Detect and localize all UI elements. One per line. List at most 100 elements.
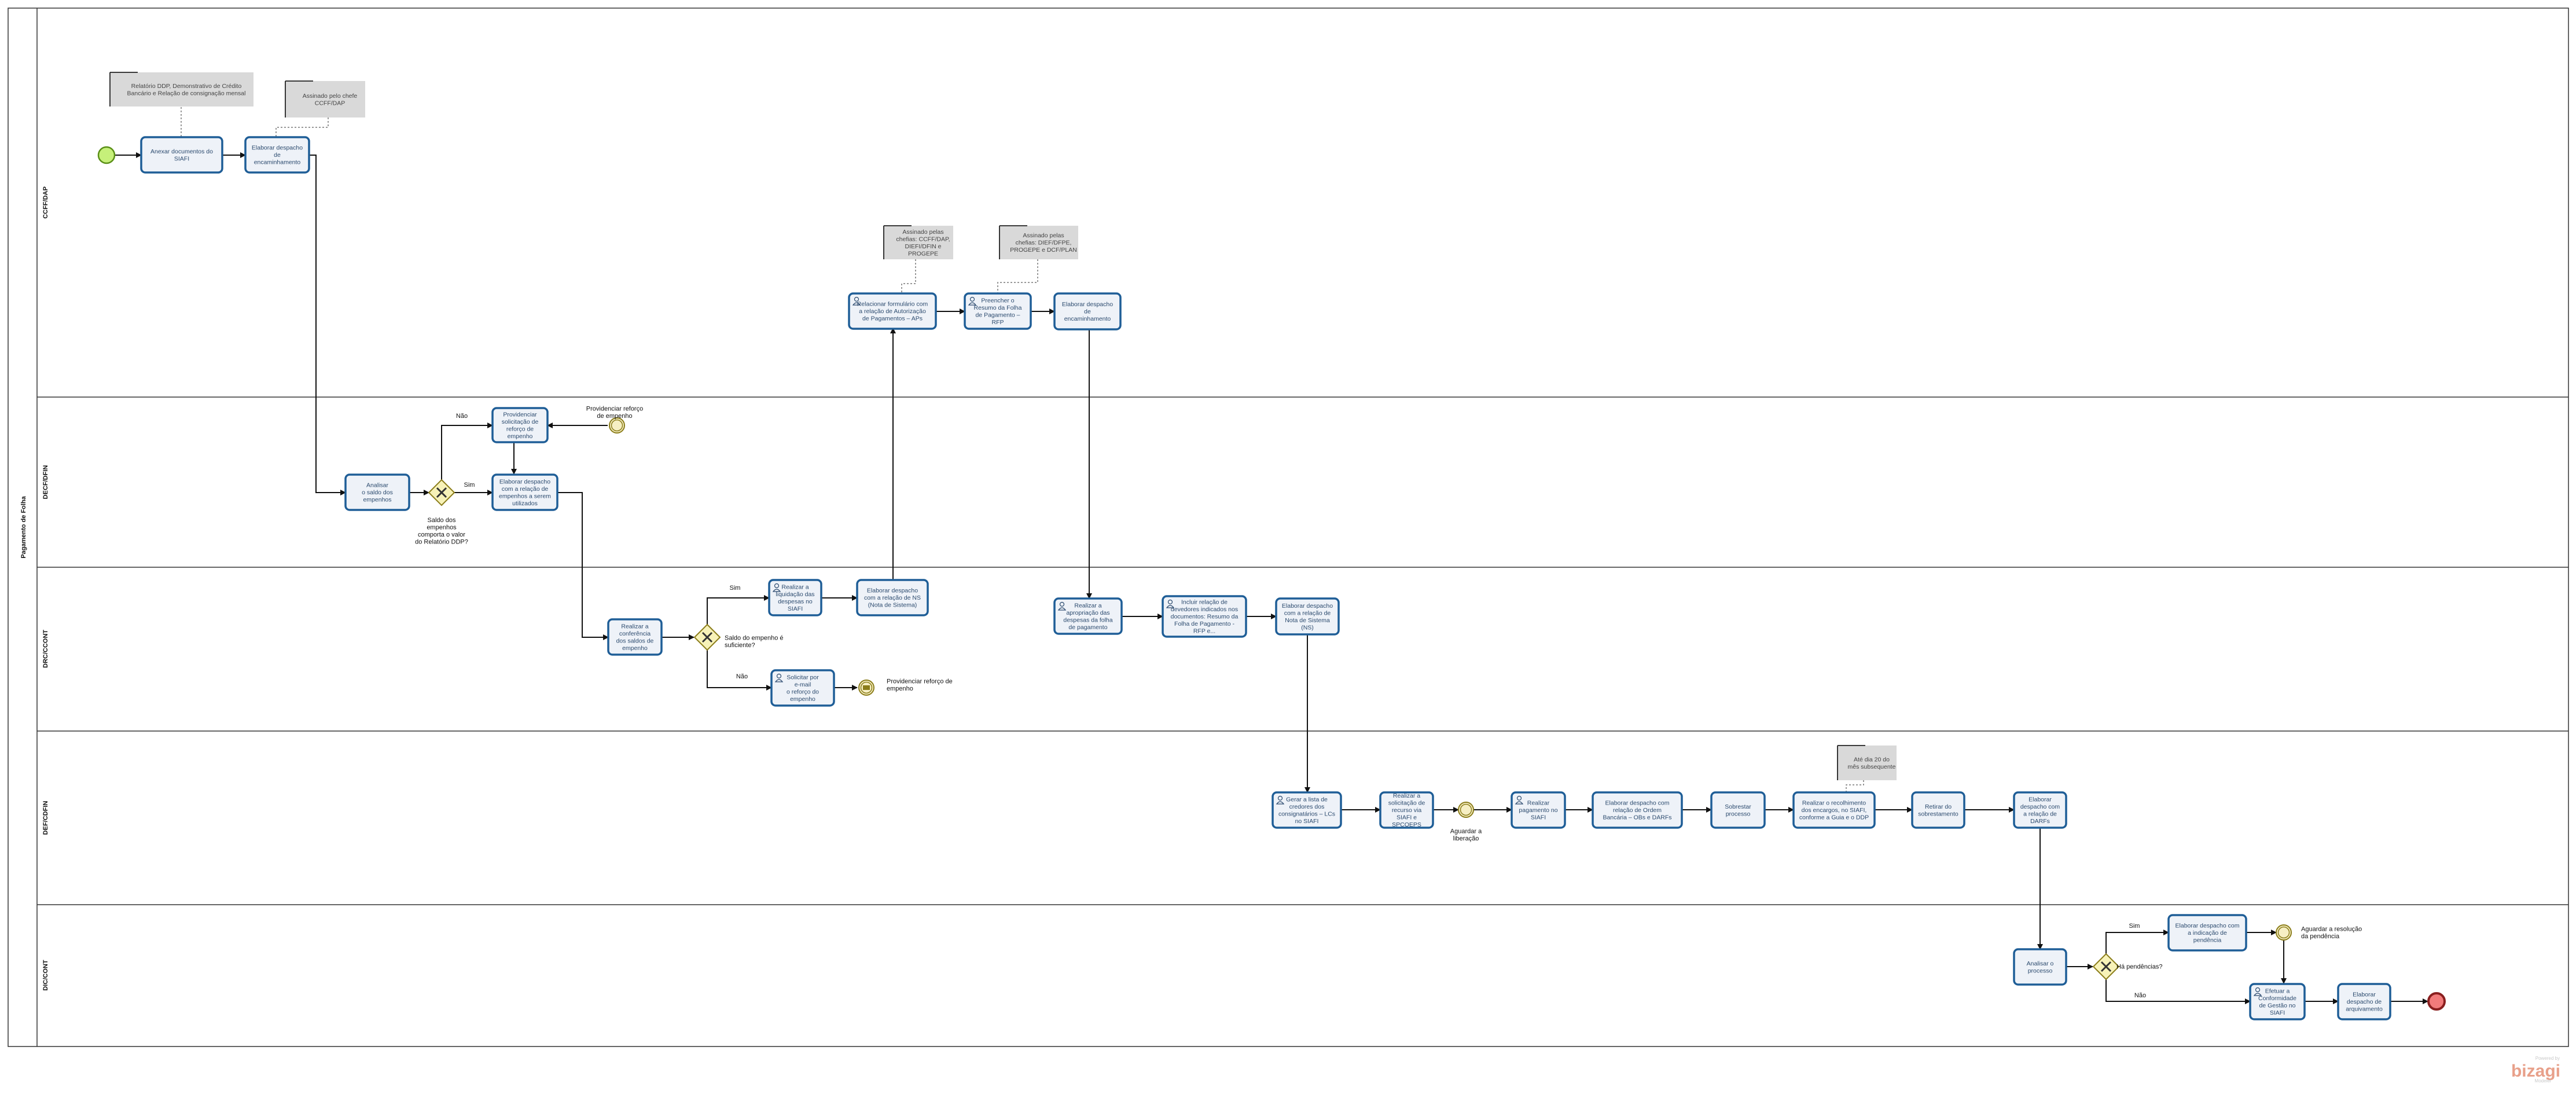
text-line: Assinado pelas xyxy=(1023,232,1064,239)
text-line: Incluir relação de xyxy=(1181,599,1228,606)
text-line: Assinado pelas xyxy=(902,229,943,236)
gateway-empenho-balance[interactable] xyxy=(428,479,455,506)
text-line: Bancária – OBs e DARFs xyxy=(1603,814,1671,821)
text-line: RFP e... xyxy=(1193,628,1215,635)
text-line: empenho xyxy=(887,685,913,692)
text-line: de Pagamento – xyxy=(975,311,1020,318)
start-event[interactable] xyxy=(97,146,116,164)
text-line: empenho xyxy=(622,645,648,652)
text-line: dos saldos de xyxy=(616,637,654,644)
text-line: Resumo da Folha xyxy=(974,304,1022,311)
lane-label-2: DECF/DFIN xyxy=(42,465,49,500)
end-event[interactable] xyxy=(2427,992,2446,1011)
text-line: Elaborar despacho xyxy=(499,478,550,485)
text-line: empenho xyxy=(790,696,815,703)
text-line: Elaborar despacho xyxy=(252,145,303,152)
user-task-icon xyxy=(968,296,977,306)
user-task-icon xyxy=(1515,795,1524,805)
user-task-icon xyxy=(1166,599,1175,608)
sequence-flows xyxy=(115,152,2428,1004)
text-line: despesas no xyxy=(778,598,813,605)
text-line: SIAFI xyxy=(174,155,189,162)
gateway-pending-issues[interactable] xyxy=(2092,953,2120,981)
flow-label-nao2: Não xyxy=(736,673,748,680)
text-line: empenhos xyxy=(427,524,457,531)
watermark-brand: bizagi xyxy=(2511,1062,2560,1081)
intermediate-event-await-release[interactable] xyxy=(1458,802,1474,818)
text-line: Aguardar a xyxy=(1450,828,1482,835)
text-line: Solicitar por xyxy=(787,674,819,681)
text-line: com a relação de xyxy=(502,486,549,493)
gateways xyxy=(428,479,2120,981)
text-line: Retirar do xyxy=(1925,803,1952,810)
text-line: Realizar o recolhimento xyxy=(1802,800,1866,807)
text-line: Realizar xyxy=(1527,800,1550,807)
text-line: Até dia 20 do xyxy=(1854,756,1890,763)
bizagi-watermark: Powered by bizagi Modeler xyxy=(2511,1056,2560,1084)
text-line: comporta o valor xyxy=(418,531,465,538)
gateway-label-pending: Há pendências? xyxy=(2116,964,2163,971)
text-line: Relatório DDP, Demonstrativo de Crédito xyxy=(131,83,242,90)
associations xyxy=(181,100,1864,792)
text-line: utilizados xyxy=(512,500,538,507)
intermediate-event-request-email[interactable] xyxy=(858,680,874,696)
intermediate-event-await-resolution[interactable] xyxy=(2276,924,2292,941)
text-line: sobrestamento xyxy=(1918,810,1958,817)
text-line: SIAFI xyxy=(788,605,803,612)
text-line: Efetuar a xyxy=(2265,987,2290,994)
text-line: devedores indicados nos xyxy=(1171,606,1238,613)
text-line: despacho com xyxy=(2020,803,2060,810)
lane-label-5: DIC/CONT xyxy=(42,960,49,990)
intermediate-event-reinforcement[interactable] xyxy=(609,417,625,434)
text-line: (Nota de Sistema) xyxy=(868,602,917,609)
text-line: a relação de Autorização xyxy=(859,308,926,315)
text-line: Conformidade xyxy=(2258,995,2296,1002)
text-line: solicitação de xyxy=(1388,800,1425,807)
text-line: Aguardar a resolução xyxy=(2301,926,2362,932)
gateway-empenho-sufficient[interactable] xyxy=(693,623,721,651)
flow-label-sim1: Sim xyxy=(464,482,475,489)
text-line: Analisar o xyxy=(2027,960,2054,967)
text-line: documentos: Resumo da xyxy=(1171,614,1239,620)
text-line: arquivamento xyxy=(2346,1006,2383,1013)
text-line: Providenciar reforço xyxy=(586,405,643,412)
text-line: SIAFI xyxy=(1531,814,1546,821)
text-line: despacho de xyxy=(2347,998,2382,1005)
events xyxy=(97,146,2446,1011)
text-line: Elaborar despacho xyxy=(1282,603,1333,609)
text-line: de empenho xyxy=(597,413,632,420)
lanes: CCFF/DAP DECF/DFIN DRC/CCONT DEF/CDFIN D… xyxy=(37,186,2568,991)
